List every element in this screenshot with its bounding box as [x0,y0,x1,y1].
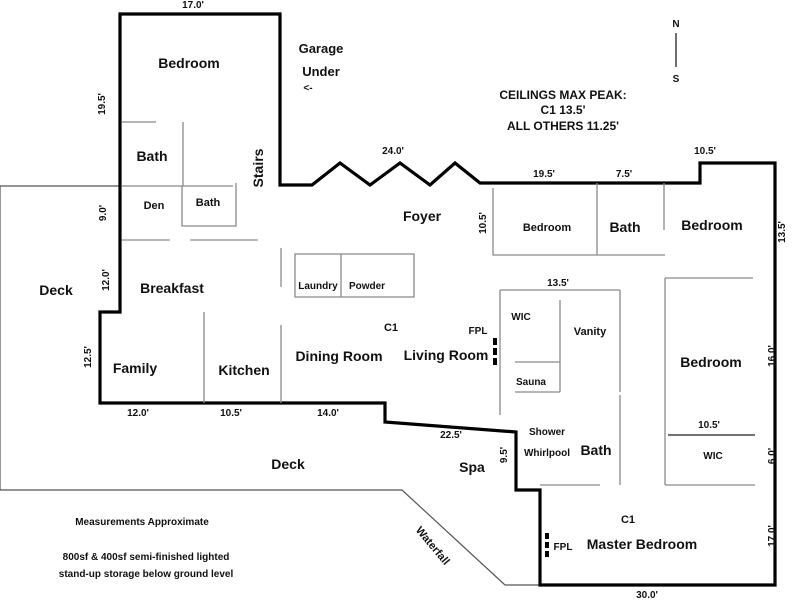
label-garage-arrow: <- [303,83,312,94]
room-bath-master: Bath [580,442,611,458]
room-bedroom-upper: Bedroom [158,55,219,71]
label-c1-living: C1 [384,322,398,334]
footer-note-line1: Measurements Approximate [75,517,209,528]
compass-icon: N S [672,19,679,85]
dim-east-master: 17.0' [767,525,778,547]
room-family: Family [113,360,158,376]
dim-bottom-family: 12.0' [127,408,149,419]
dim-left-family: 12.5' [83,346,94,368]
dim-top-upper: 17.0' [182,0,204,11]
dim-left-upper: 19.5' [97,93,108,115]
dim-north-east: 10.5' [694,146,716,157]
room-whirlpool: Whirlpool [524,448,570,459]
dim-north-mid2: 7.5' [616,169,632,180]
footer-note-line3: stand-up storage below ground level [59,569,234,580]
dim-east-top: 13.5' [777,221,788,243]
dim-north-mid1: 19.5' [533,169,555,180]
dim-bottom-master: 30.0' [636,590,658,600]
dim-left-den: 9.0' [98,205,109,221]
dim-east-wic: 6.0' [767,448,778,464]
room-wic-east: WIC [703,451,722,462]
room-vanity: Vanity [574,326,607,338]
room-powder: Powder [349,281,385,292]
room-bedroom-ne: Bedroom [681,217,742,233]
room-wic-upper: WIC [511,312,530,323]
dim-east-bedroom: 16.0' [767,345,778,367]
deck-outline [0,185,540,586]
exterior-wall [98,12,777,587]
fireplace-master-icon [545,533,549,557]
room-master-bedroom: Master Bedroom [587,536,697,552]
room-bath-mid: Bath [609,219,640,235]
room-bedroom-mid: Bedroom [523,222,572,234]
room-den: Den [144,200,165,212]
dim-zigzag: 24.0' [382,146,404,157]
dim-east-wic-width: 10.5' [698,420,720,431]
room-deck-south: Deck [271,456,305,472]
interior-walls [122,121,755,486]
room-dining: Dining Room [295,348,382,364]
compass-north: N [672,19,679,30]
label-fpl-living: FPL [469,326,488,337]
label-garage: Garage [299,41,344,56]
ceiling-note-line3: ALL OTHERS 11.25' [507,119,619,133]
compass-south: S [673,74,680,85]
dim-wic-width: 13.5' [547,278,569,289]
label-c1-master: C1 [621,514,635,526]
label-under: Under [302,64,340,79]
dim-bottom-kitchen: 10.5' [220,408,242,419]
dim-bottom-dining: 14.0' [317,408,339,419]
dim-bottom-living: 22.5' [440,430,462,441]
room-foyer: Foyer [403,208,442,224]
dim-left-breakfast: 12.0' [101,269,112,291]
room-living: Living Room [404,347,489,363]
footer-note-line2: 800sf & 400sf semi-finished lighted [63,552,230,563]
ceiling-note-line1: CEILINGS MAX PEAK: [499,88,626,102]
fireplace-living-icon [493,338,497,365]
room-spa: Spa [459,459,485,475]
label-fpl-master: FPL [554,542,573,553]
room-laundry: Laundry [298,281,338,292]
room-stairs: Stairs [250,148,266,187]
room-breakfast: Breakfast [140,280,204,296]
room-sauna: Sauna [516,377,546,388]
dim-bedroom-mid-side: 10.5' [478,212,489,234]
room-bath-small: Bath [196,197,221,209]
room-kitchen: Kitchen [218,362,269,378]
room-shower: Shower [529,427,565,438]
ceiling-note-line2: C1 13.5' [541,103,586,117]
room-bath-upper: Bath [136,148,167,164]
room-bedroom-east: Bedroom [680,354,741,370]
dim-spa-side: 9.5' [499,447,510,463]
room-deck-west: Deck [39,282,73,298]
